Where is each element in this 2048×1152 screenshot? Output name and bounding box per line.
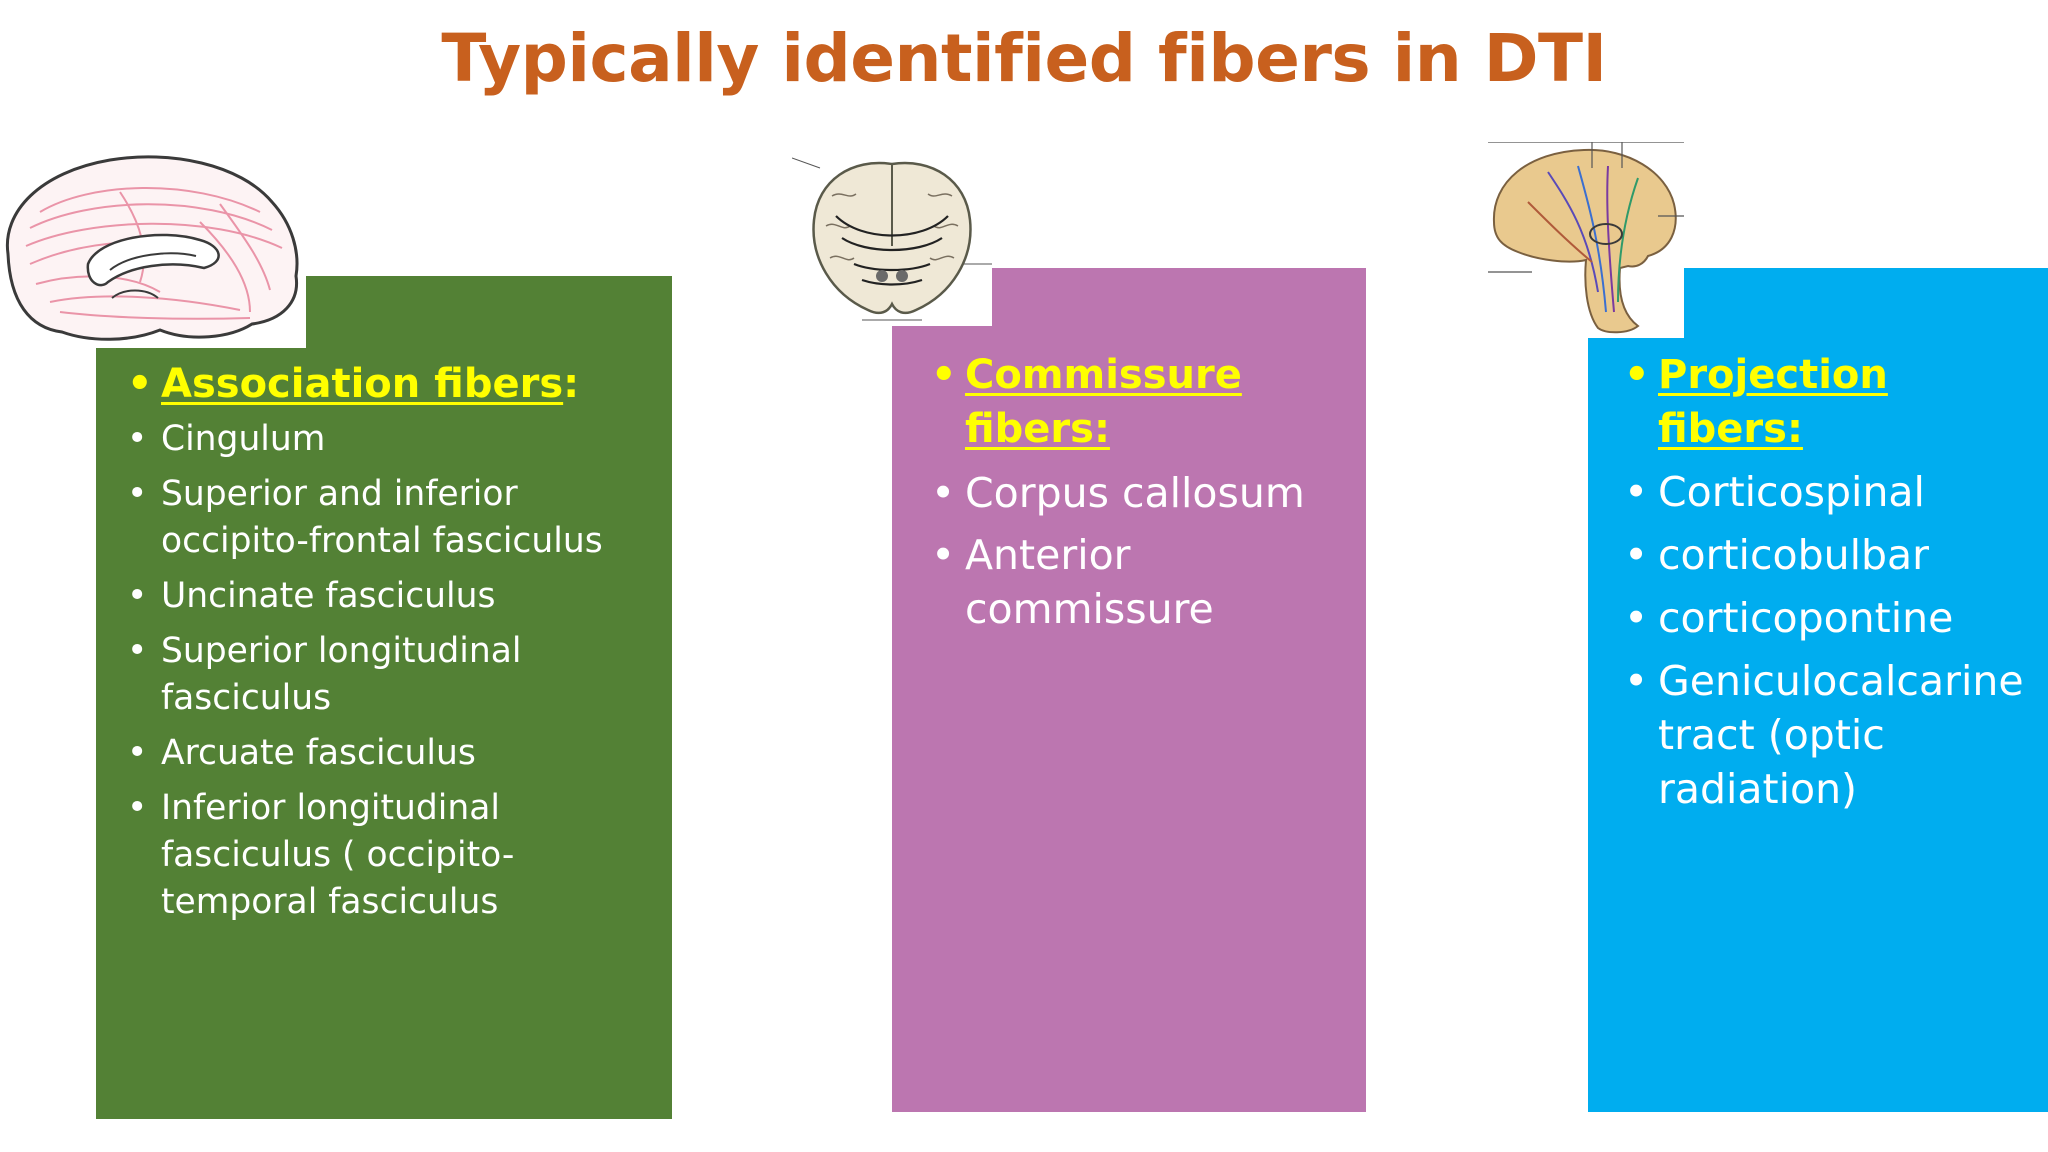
commissure-fibers-heading: Commissure fibers: (931, 348, 1351, 456)
list-item: Anterior commissure (931, 528, 1351, 636)
list-item: Superior longitudinal fasciculus (127, 628, 657, 722)
slide-title: Typically identified fibers in DTI (441, 20, 1607, 97)
list-item: Arcuate fasciculus (127, 730, 657, 777)
list-item: corticobulbar (1624, 528, 2044, 582)
association-fibers-list: Association fibers: Cingulum Superior an… (127, 356, 657, 934)
projection-fibers-list: Projection fibers: Corticospinal cortico… (1624, 348, 2044, 825)
brain-sagittal-association-fibers-illustration (0, 142, 306, 348)
list-item: Corticospinal (1624, 465, 2044, 519)
list-item: Corpus callosum (931, 466, 1351, 520)
list-item: Uncinate fasciculus (127, 573, 657, 620)
list-item: Superior and inferior occipito-frontal f… (127, 471, 657, 565)
projection-fibers-heading: Projection fibers: (1624, 348, 2044, 456)
brain-coronal-commissure-fibers-illustration (792, 146, 992, 326)
list-item: Geniculocalcarine tract (optic radiation… (1624, 654, 2044, 816)
association-fibers-heading: Association fibers: (127, 356, 657, 412)
brain-projection-fibers-illustration (1488, 142, 1684, 338)
list-item: corticopontine (1624, 591, 2044, 645)
commissure-fibers-list: Commissure fibers: Corpus callosum Anter… (931, 348, 1351, 644)
list-item: Cingulum (127, 416, 657, 463)
list-item: Inferior longitudinal fasciculus ( occip… (127, 785, 657, 926)
